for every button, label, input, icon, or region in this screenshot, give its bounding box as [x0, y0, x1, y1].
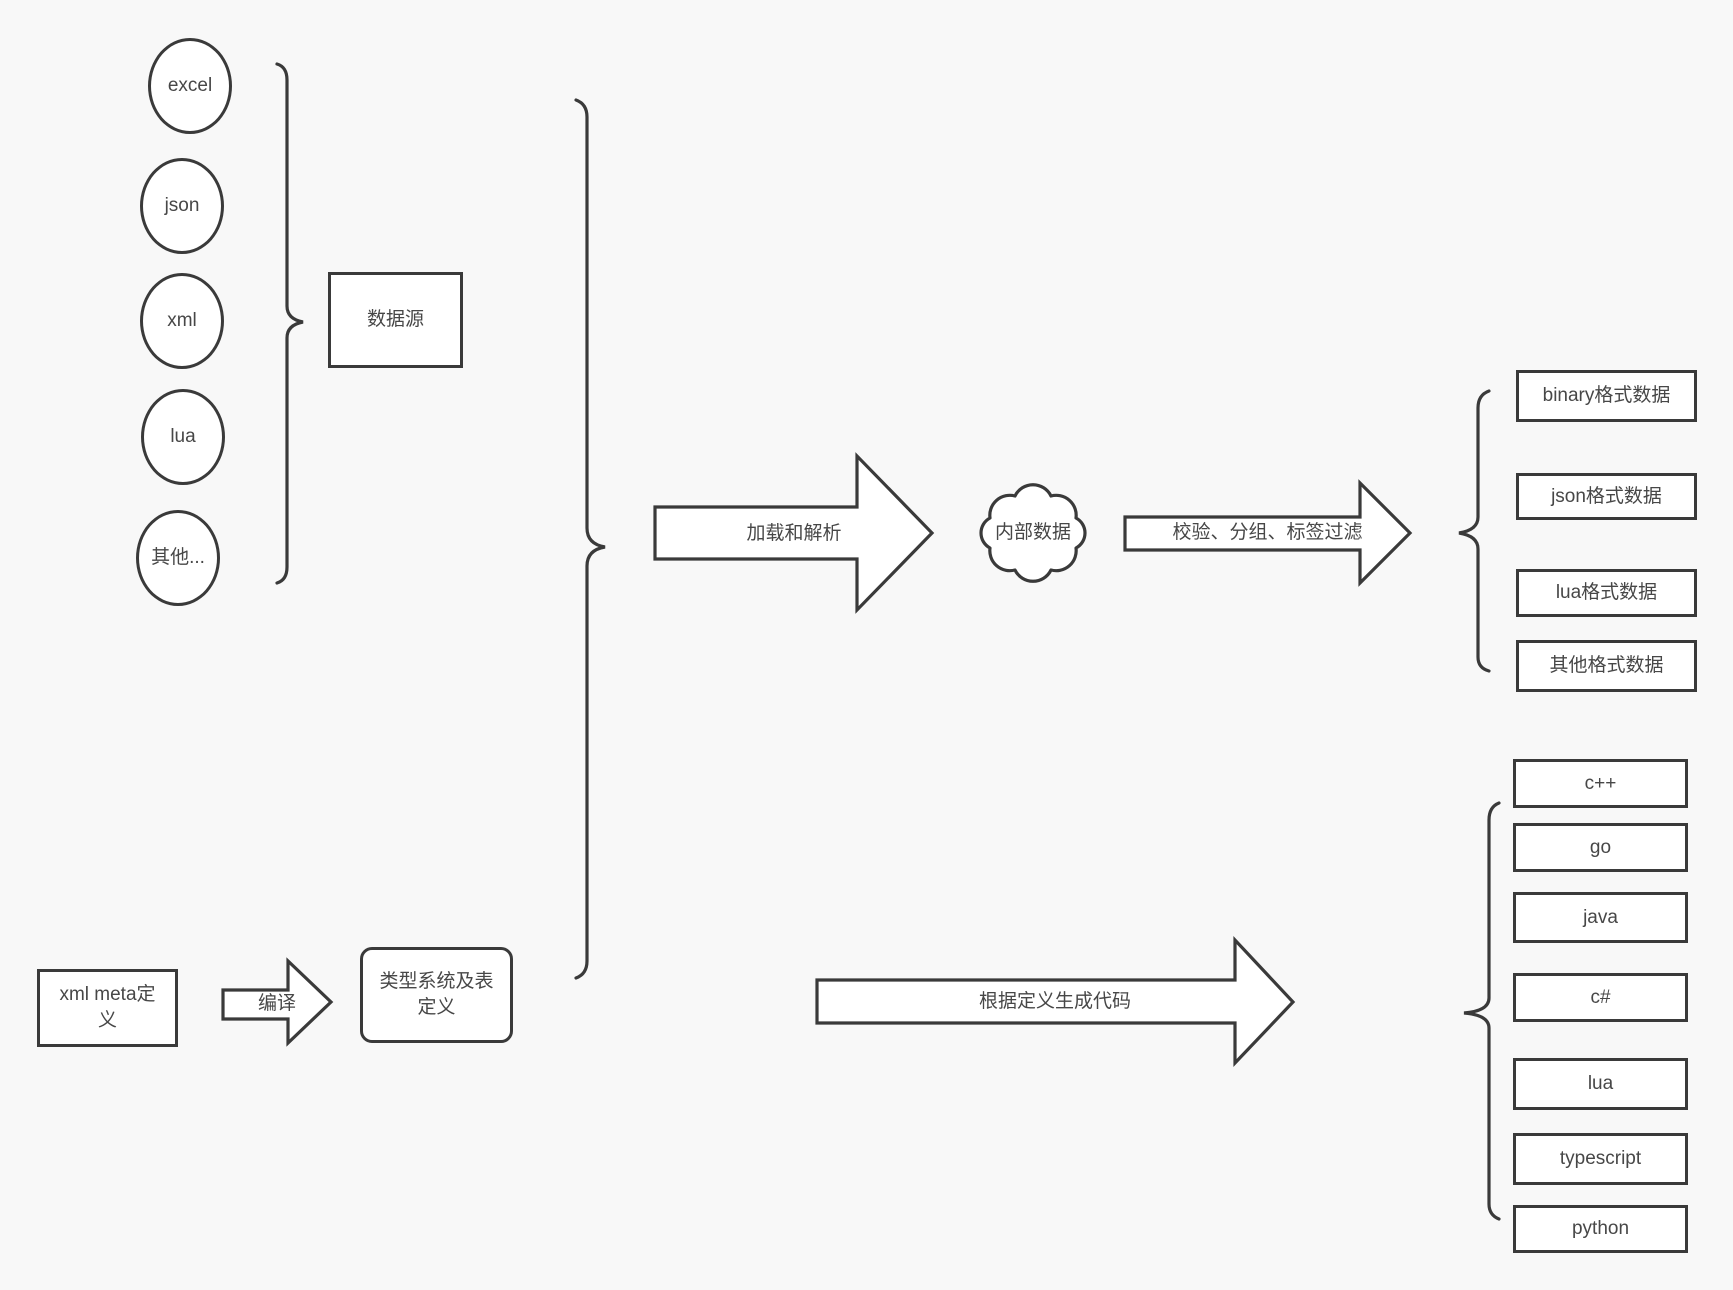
lang-node-typescript[interactable]: typescript [1513, 1133, 1688, 1185]
arrow-load-parse[interactable] [653, 452, 935, 614]
brace-output-formats [1458, 389, 1491, 673]
lang-node-typescript-label: typescript [1559, 1148, 1642, 1169]
xml-meta-label: xml meta定义 [59, 984, 156, 1031]
type-system-label: 类型系统及表定义 [379, 971, 494, 1018]
node-source-other[interactable]: 其他... [136, 510, 220, 606]
lang-node-python[interactable]: python [1513, 1205, 1688, 1253]
node-source-json[interactable]: json [140, 158, 224, 254]
format-node-other-label: 其他格式数据 [1549, 655, 1664, 676]
lang-node-cpp-label: c++ [1584, 772, 1617, 794]
lang-node-go[interactable]: go [1513, 823, 1688, 872]
lang-node-csharp-label: c# [1590, 986, 1611, 1008]
brace-languages [1463, 801, 1501, 1221]
lang-node-java[interactable]: java [1513, 892, 1688, 943]
format-node-json[interactable]: json格式数据 [1516, 473, 1697, 520]
node-type-system[interactable]: 类型系统及表定义 [360, 947, 513, 1043]
arrow-load-parse-label: 加载和解析 [746, 523, 842, 544]
node-source-xml-label: xml [167, 310, 197, 331]
format-node-binary-label: binary格式数据 [1542, 385, 1671, 406]
arrow-compile[interactable] [221, 957, 334, 1047]
node-source-lua-label: lua [170, 426, 196, 447]
node-source-other-label: 其他... [151, 547, 205, 568]
arrow-generate-code-label: 根据定义生成代码 [978, 991, 1131, 1012]
cloud-internal-data[interactable] [979, 483, 1087, 583]
arrow-compile-label: 编译 [257, 993, 296, 1014]
node-source-lua[interactable]: lua [141, 389, 225, 485]
format-node-lua-label: lua格式数据 [1555, 582, 1658, 603]
brace-left-column [574, 98, 606, 980]
lang-node-csharp[interactable]: c# [1513, 973, 1688, 1022]
format-node-other[interactable]: 其他格式数据 [1516, 640, 1697, 692]
format-node-lua[interactable]: lua格式数据 [1516, 569, 1697, 617]
brace-data-sources [275, 62, 304, 585]
node-datasource-group[interactable]: 数据源 [328, 272, 463, 368]
lang-node-cpp[interactable]: c++ [1513, 759, 1688, 808]
format-node-binary[interactable]: binary格式数据 [1516, 370, 1697, 422]
lang-node-lua[interactable]: lua [1513, 1058, 1688, 1110]
lang-node-go-label: go [1589, 836, 1612, 858]
lang-node-lua-label: lua [1587, 1073, 1614, 1094]
node-source-excel[interactable]: excel [148, 38, 232, 134]
datasource-group-label: 数据源 [366, 309, 424, 330]
format-node-json-label: json格式数据 [1551, 485, 1662, 507]
arrow-generate-code[interactable] [815, 935, 1296, 1068]
arrow-filter-label: 校验、分组、标签过滤 [1172, 522, 1363, 543]
arrow-filter[interactable] [1123, 479, 1413, 587]
lang-node-python-label: python [1571, 1218, 1630, 1239]
cloud-internal-data-label: 内部数据 [994, 522, 1071, 543]
node-source-xml[interactable]: xml [140, 273, 224, 369]
lang-node-java-label: java [1583, 906, 1618, 928]
node-xml-meta[interactable]: xml meta定义 [37, 969, 178, 1047]
node-source-excel-label: excel [167, 75, 213, 96]
node-source-json-label: json [164, 195, 200, 216]
